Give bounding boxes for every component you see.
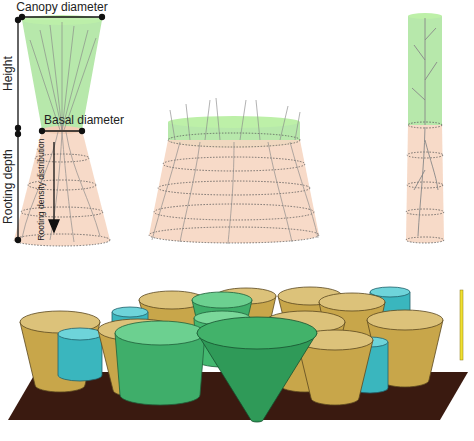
dimension-label: Height <box>1 57 14 92</box>
dimension-lines <box>16 15 105 243</box>
dimension-label: Rooting depth <box>1 150 14 225</box>
forb-plant <box>406 13 444 243</box>
community-model <box>8 287 468 422</box>
grass-plant <box>14 15 110 246</box>
tussock-plant <box>149 98 319 244</box>
dimension-label: Basal diameter <box>44 114 124 127</box>
dimension-label: Canopy diameter <box>16 1 107 14</box>
axis-label: Rooting density distribution <box>37 139 46 241</box>
